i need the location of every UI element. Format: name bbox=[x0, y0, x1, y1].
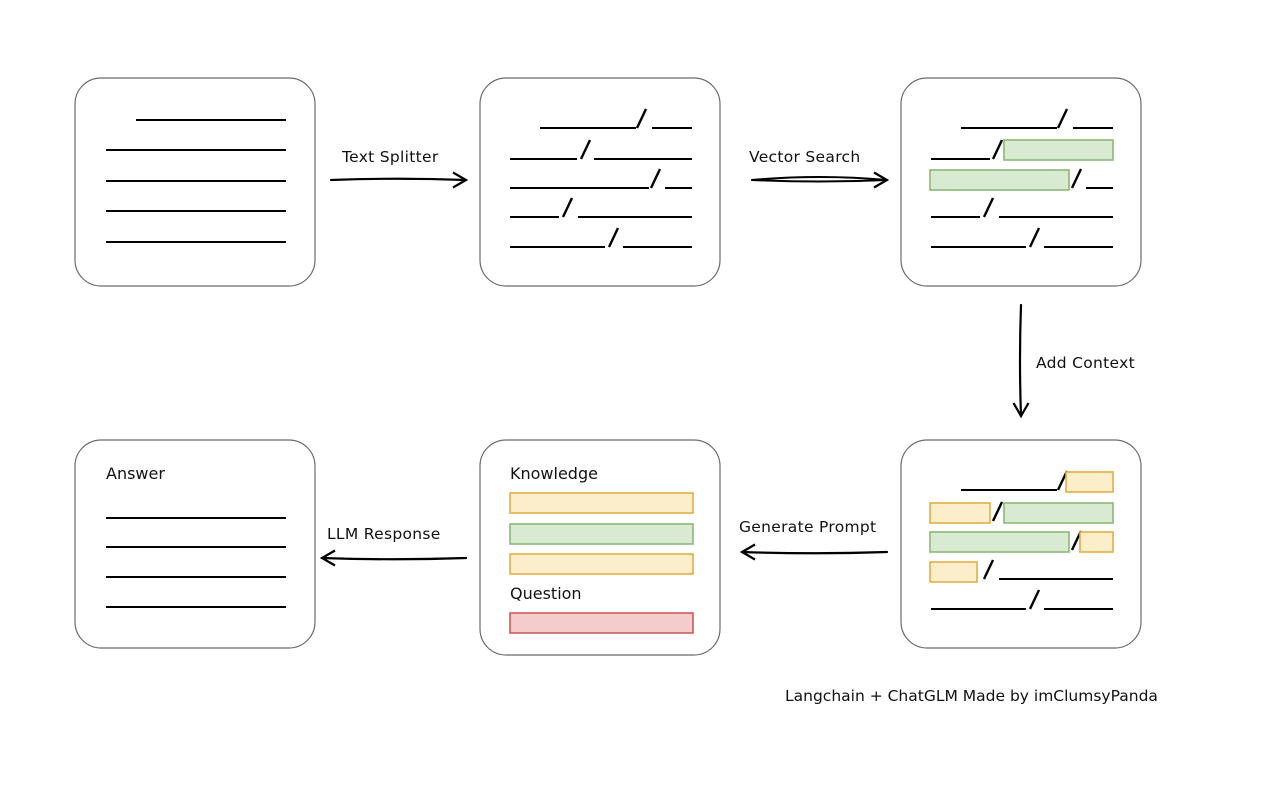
knowledge-heading: Knowledge bbox=[510, 464, 598, 483]
arrow-vector-search-shaft-lower bbox=[751, 179, 888, 183]
arrow-generate-prompt[interactable] bbox=[739, 543, 889, 561]
footer-credit: Langchain + ChatGLM Made by imClumsyPand… bbox=[785, 687, 1158, 705]
context-added-chunks-highlight-yellow bbox=[929, 561, 978, 583]
arrow-add-context-label: Add Context bbox=[1036, 354, 1135, 372]
knowledge-bar-3 bbox=[509, 553, 694, 575]
vector-matched-chunks-separator-slash bbox=[1028, 227, 1041, 248]
answer-box-group bbox=[74, 439, 316, 649]
arrow-add-context-head bbox=[1012, 402, 1030, 419]
arrow-vector-search-head bbox=[873, 171, 890, 189]
question-heading: Question bbox=[510, 584, 582, 603]
arrow-text-splitter-label: Text Splitter bbox=[342, 148, 439, 166]
context-added-chunks-highlight-yellow bbox=[1065, 471, 1114, 493]
context-added-chunks-separator-slash bbox=[982, 559, 995, 580]
split-chunks-separator-slash bbox=[579, 139, 592, 160]
arrow-generate-prompt-head bbox=[739, 543, 756, 561]
vector-matched-chunks-highlight-green bbox=[929, 169, 1070, 191]
split-chunks-box bbox=[479, 77, 721, 287]
arrow-llm-response-label: LLM Response bbox=[327, 525, 441, 543]
knowledge-bar-1 bbox=[509, 492, 694, 514]
context-added-chunks-separator-slash bbox=[991, 501, 1004, 522]
answer-box bbox=[74, 439, 316, 649]
arrow-llm-response-shaft bbox=[320, 556, 468, 561]
vector-matched-chunks-separator-slash bbox=[982, 197, 995, 218]
arrow-text-splitter-head bbox=[452, 171, 469, 189]
context-added-chunks-highlight-green bbox=[1003, 502, 1114, 524]
arrow-add-context-shaft bbox=[1018, 303, 1023, 418]
split-chunks-separator-slash bbox=[649, 168, 662, 189]
arrow-generate-prompt-label: Generate Prompt bbox=[739, 518, 877, 536]
arrow-text-splitter-shaft bbox=[329, 177, 468, 182]
vector-matched-chunks-separator-slash bbox=[991, 139, 1004, 160]
split-chunks-separator-slash bbox=[635, 108, 648, 129]
context-added-chunks-highlight-yellow bbox=[929, 502, 991, 524]
vector-matched-chunks-separator-slash bbox=[1056, 108, 1069, 129]
context-added-chunks-separator-slash bbox=[1028, 589, 1041, 610]
vector-matched-chunks-separator-slash bbox=[1070, 168, 1083, 189]
arrow-vector-search[interactable] bbox=[751, 171, 890, 189]
split-chunks-box-group bbox=[479, 77, 721, 287]
arrow-add-context[interactable] bbox=[1012, 303, 1030, 419]
question-bar-1 bbox=[509, 612, 694, 634]
context-added-chunks-highlight-green bbox=[929, 531, 1070, 553]
answer-heading: Answer bbox=[106, 464, 165, 483]
context-added-chunks-highlight-yellow bbox=[1079, 531, 1114, 553]
arrow-vector-search-shaft-upper bbox=[751, 176, 888, 181]
knowledge-bar-2 bbox=[509, 523, 694, 545]
split-chunks-separator-slash bbox=[561, 197, 574, 218]
arrow-llm-response-head bbox=[319, 549, 336, 567]
arrow-text-splitter[interactable] bbox=[329, 171, 469, 189]
arrow-vector-search-label: Vector Search bbox=[749, 148, 861, 166]
arrow-generate-prompt-shaft bbox=[740, 550, 889, 555]
arrow-llm-response[interactable] bbox=[319, 549, 468, 567]
vector-matched-chunks-highlight-green bbox=[1003, 139, 1114, 161]
split-chunks-separator-slash bbox=[607, 227, 620, 248]
